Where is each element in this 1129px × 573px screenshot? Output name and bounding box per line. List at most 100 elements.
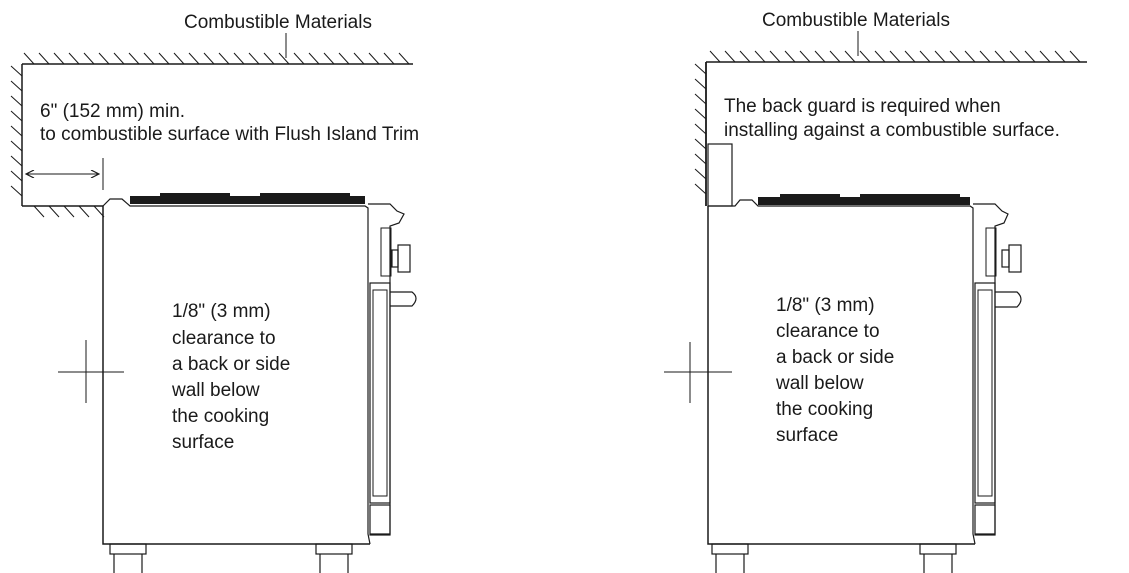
right-range-body: [707, 206, 975, 545]
left-oven-door: [369, 282, 391, 504]
left-ceiling-hatch-mark-7: [128, 52, 140, 65]
left-wall-hatch-mark-2: [10, 95, 23, 107]
right-burner-grate-2: [860, 194, 960, 198]
left-ceiling-hatch-mark-25: [398, 52, 410, 65]
right-clearance-line-4: wall below: [775, 373, 864, 394]
right-clearance-line-1: 1/8" (3 mm): [776, 295, 875, 316]
left-ledge-hatch: [33, 205, 105, 218]
right-clearance-line-3: a back or side: [776, 347, 894, 368]
right-ceiling-hatch-mark-16: [949, 50, 961, 63]
right-ceiling-hatch-mark-19: [994, 50, 1006, 63]
right-range-top-edge: [708, 199, 976, 545]
left-leg-rear: [113, 554, 143, 573]
left-cooktop: [130, 196, 365, 204]
left-wall-hatch-mark-1: [10, 80, 23, 92]
right-ceiling-hatch-mark-9: [844, 50, 856, 63]
left-dimension-line2: to combustible surface with Flush Island…: [40, 124, 419, 145]
right-ceiling-hatch-mark-7: [814, 50, 826, 63]
right-leg-rear: [715, 554, 745, 573]
left-wall-hatch-mark-5: [10, 140, 23, 152]
right-ceiling-hatch-mark-6: [799, 50, 811, 63]
right-oven-window: [977, 289, 993, 497]
left-clearance-line-1: 1/8" (3 mm): [172, 301, 271, 322]
left-wall-hatch-mark-4: [10, 125, 23, 137]
left-ceiling-hatch-mark-14: [233, 52, 245, 65]
right-leg-rear-cap: [711, 543, 749, 555]
right-ceiling-hatch-mark-17: [964, 50, 976, 63]
left-clearance-line-4: wall below: [171, 380, 260, 401]
left-ceiling-hatch-mark-23: [368, 52, 380, 65]
left-clearance-fraction: 1/8" (3 mm): [172, 301, 271, 322]
left-ceiling-hatch-mark-18: [293, 52, 305, 65]
left-panel: Combustible Materials 6" (152 mm) min. t…: [10, 12, 419, 573]
left-ledge-hatch-mark-1: [48, 205, 60, 218]
left-leg-rear-cap: [109, 543, 147, 555]
right-ceiling-hatch-mark-15: [934, 50, 946, 63]
left-wall-hatch: [10, 65, 23, 197]
left-ceiling-hatch-mark-2: [53, 52, 65, 65]
right-wall-hatch-mark-6: [694, 153, 707, 165]
right-ceiling-hatch-mark-10: [859, 50, 871, 63]
right-ceiling-hatch-mark-2: [739, 50, 751, 63]
left-oven-window: [372, 289, 388, 497]
right-ceiling-hatch-mark-23: [1054, 50, 1066, 63]
left-wall-hatch-mark-3: [10, 110, 23, 122]
right-knob: [1008, 244, 1022, 273]
left-ceiling-hatch-mark-22: [353, 52, 365, 65]
left-ceiling-hatch-mark-20: [323, 52, 335, 65]
right-ceiling-hatch-mark-8: [829, 50, 841, 63]
right-wall-hatch-mark-8: [694, 183, 707, 195]
right-wall-hatch-mark-1: [694, 78, 707, 90]
left-clearance-line-2: clearance to: [172, 328, 276, 349]
right-clearance-line-6: surface: [776, 425, 838, 446]
right-ceiling-hatch-mark-20: [1009, 50, 1021, 63]
left-ledge-hatch-mark-2: [63, 205, 75, 218]
right-wall-hatch-mark-7: [694, 168, 707, 180]
right-ceiling-hatch-mark-14: [919, 50, 931, 63]
right-ceiling-hatch: [709, 50, 1081, 63]
left-wall-hatch-mark-8: [10, 185, 23, 197]
left-ceiling-hatch-mark-3: [68, 52, 80, 65]
right-guard-line2: installing against a combustible surface…: [724, 120, 1060, 141]
right-ceiling-hatch-mark-18: [979, 50, 991, 63]
right-burner-grate-1: [780, 194, 840, 198]
left-ceiling-hatch-mark-15: [248, 52, 260, 65]
right-kick-panel: [974, 504, 996, 536]
left-ceiling-hatch-mark-10: [173, 52, 185, 65]
right-ceiling-hatch-mark-13: [904, 50, 916, 63]
left-clearance-text: 1/8" (3 mm) clearance to a back or side …: [171, 301, 290, 453]
left-clearance-line-5: the cooking: [172, 406, 269, 427]
left-knob: [397, 244, 411, 273]
left-ceiling-hatch-mark-5: [98, 52, 110, 65]
right-clearance-text: 1/8" (3 mm) clearance to a back or side …: [775, 295, 894, 446]
right-ceiling-hatch-mark-21: [1024, 50, 1036, 63]
right-ceiling-hatch-mark-4: [769, 50, 781, 63]
left-ceiling-hatch-mark-1: [38, 52, 50, 65]
right-panel: Combustible Materials The back guard is …: [664, 10, 1087, 573]
left-burner-grate-1: [160, 193, 230, 197]
right-ceiling-hatch-mark-22: [1039, 50, 1051, 63]
left-ceiling-label: Combustible Materials: [184, 12, 372, 33]
right-wall-hatch: [694, 63, 707, 195]
right-clearance-line-5: the cooking: [776, 399, 873, 420]
left-clearance-line-3: a back or side: [172, 354, 290, 375]
right-ceiling-label: Combustible Materials: [762, 10, 950, 31]
right-wall-hatch-mark-2: [694, 93, 707, 105]
right-oven-door: [974, 282, 996, 504]
right-range: [707, 194, 1022, 573]
left-leg-front: [319, 554, 349, 573]
left-ceiling-hatch-mark-11: [188, 52, 200, 65]
left-wall-hatch-mark-7: [10, 170, 23, 182]
left-knob-stem: [391, 249, 399, 268]
left-clearance-line-6: surface: [172, 432, 234, 453]
left-ceiling-hatch-mark-9: [158, 52, 170, 65]
left-wall-hatch-mark-6: [10, 155, 23, 167]
left-ceiling-hatch-mark-24: [383, 52, 395, 65]
right-clearance-fraction: 1/8" (3 mm): [776, 295, 875, 316]
right-clearance-line-2: clearance to: [776, 321, 880, 342]
left-range-top-edge: [102, 198, 371, 545]
left-leg-front-cap: [315, 543, 353, 555]
left-ledge-hatch-mark-0: [33, 205, 45, 218]
left-oven-handle: [390, 291, 417, 307]
